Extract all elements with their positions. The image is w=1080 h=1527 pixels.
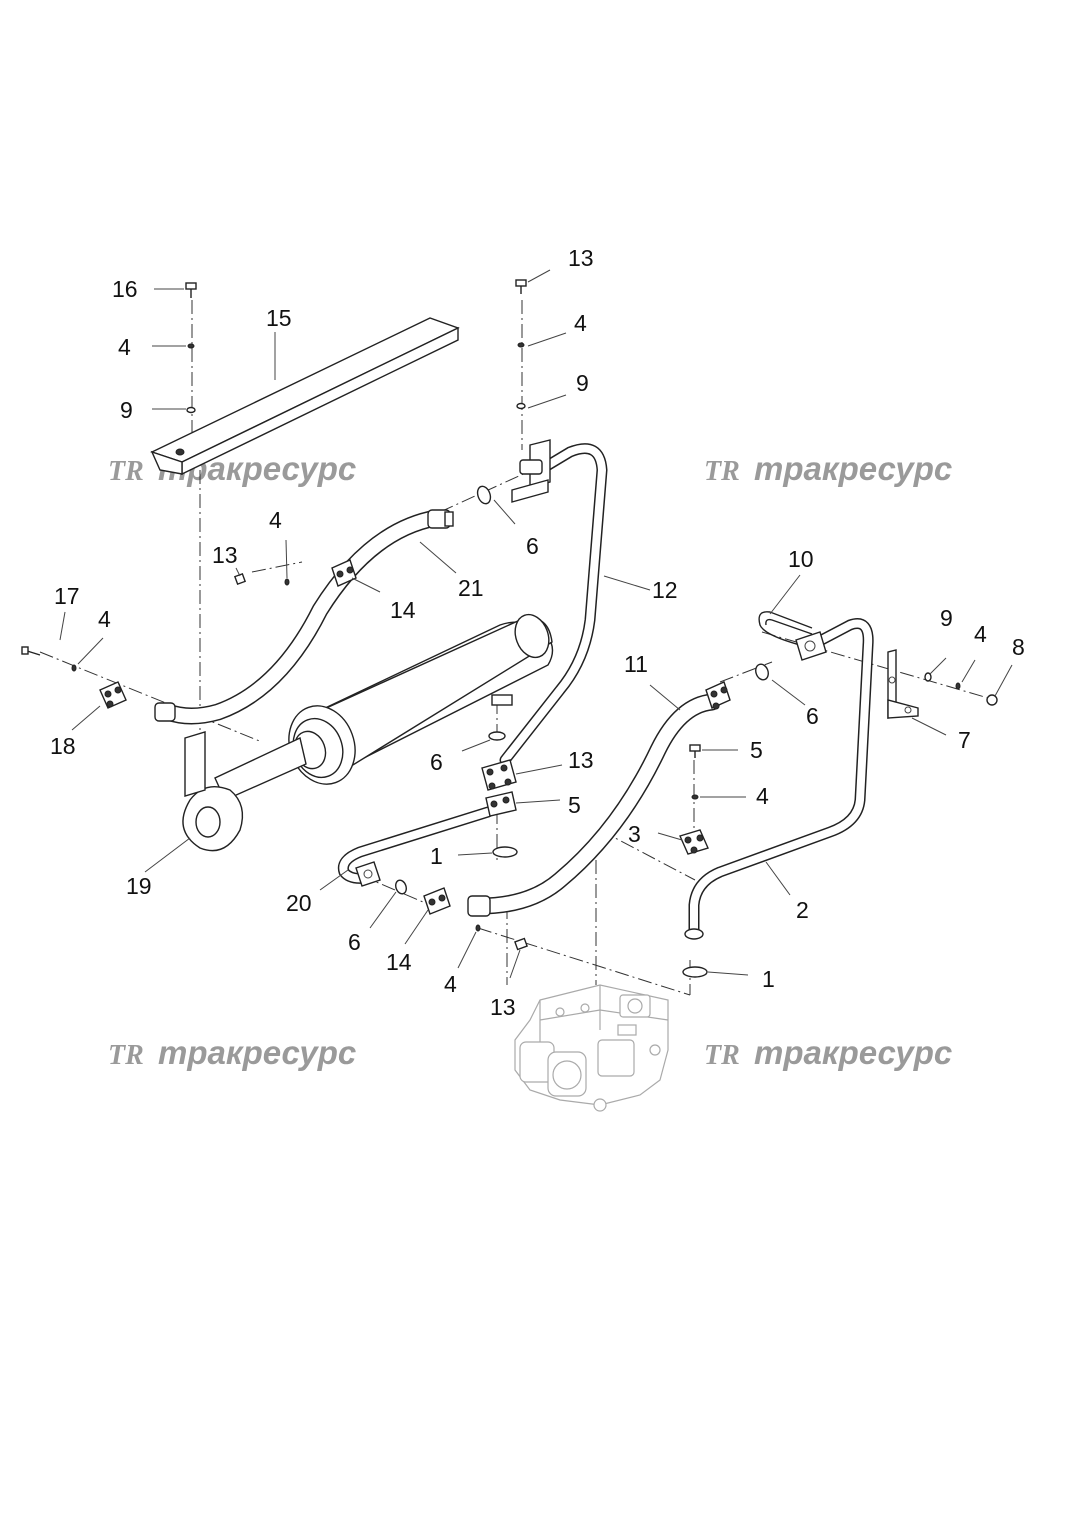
callout-17: 17 bbox=[54, 583, 80, 609]
watermark-top-left: TR тракресурс bbox=[108, 450, 356, 487]
callout-7: 7 bbox=[958, 727, 971, 753]
flange-clamp-11 bbox=[705, 681, 731, 710]
watermark-text: тракресурс bbox=[158, 1034, 356, 1071]
callout-5: 5 bbox=[750, 737, 763, 763]
callouts: 16 15 4 9 13 4 9 4 13 21 14 6 12 17 4 18… bbox=[50, 245, 1025, 1020]
control-valve-block bbox=[514, 984, 669, 1112]
watermark-text: тракресурс bbox=[754, 450, 952, 487]
callout-8: 8 bbox=[1012, 634, 1025, 660]
callout-13: 13 bbox=[568, 747, 594, 773]
callout-10: 10 bbox=[788, 546, 814, 572]
callout-5: 5 bbox=[568, 792, 581, 818]
pipe-2 bbox=[684, 618, 874, 940]
callout-12: 12 bbox=[652, 577, 678, 603]
callout-9: 9 bbox=[120, 397, 133, 423]
callout-13: 13 bbox=[212, 542, 238, 568]
callout-1: 1 bbox=[430, 843, 443, 869]
callout-4: 4 bbox=[974, 621, 987, 647]
callout-21: 21 bbox=[458, 575, 484, 601]
callout-19: 19 bbox=[126, 873, 152, 899]
callout-4: 4 bbox=[756, 783, 769, 809]
callout-16: 16 bbox=[112, 276, 138, 302]
callout-6: 6 bbox=[526, 533, 539, 559]
callout-9: 9 bbox=[576, 370, 589, 396]
hose-21 bbox=[154, 509, 454, 725]
callout-2: 2 bbox=[796, 897, 809, 923]
bracket-7 bbox=[887, 649, 919, 719]
callout-14: 14 bbox=[390, 597, 416, 623]
flange-clamp-14a bbox=[331, 559, 357, 587]
callout-11: 11 bbox=[624, 651, 648, 677]
flange-clamp-14b bbox=[423, 887, 451, 915]
callout-4: 4 bbox=[98, 606, 111, 632]
callout-1: 1 bbox=[762, 966, 775, 992]
hose-11 bbox=[467, 693, 721, 917]
callout-4: 4 bbox=[574, 310, 587, 336]
callout-15: 15 bbox=[266, 305, 292, 331]
callout-13: 13 bbox=[568, 245, 594, 271]
callout-4: 4 bbox=[444, 971, 457, 997]
assembly-lines bbox=[39, 300, 996, 996]
callout-6: 6 bbox=[806, 703, 819, 729]
callout-18: 18 bbox=[50, 733, 76, 759]
pipe-20 bbox=[337, 806, 494, 887]
callout-9: 9 bbox=[940, 605, 953, 631]
plate-15 bbox=[150, 317, 460, 476]
watermark-logo: TR bbox=[704, 456, 740, 487]
callout-3: 3 bbox=[628, 821, 641, 847]
watermark-logo: TR bbox=[108, 456, 144, 487]
pipe-12 bbox=[499, 443, 608, 766]
callout-6: 6 bbox=[348, 929, 361, 955]
callout-6: 6 bbox=[430, 749, 443, 775]
hardware bbox=[21, 279, 998, 978]
u-bolt-10 bbox=[758, 611, 827, 661]
flange-clamp-18 bbox=[99, 681, 127, 709]
callout-13: 13 bbox=[490, 994, 516, 1020]
bracket-5-upper bbox=[511, 439, 551, 503]
hydraulic-cylinder bbox=[182, 613, 554, 852]
flange-13-center bbox=[481, 759, 517, 791]
watermark-top-right: TR тракресурс bbox=[704, 450, 952, 487]
callout-4: 4 bbox=[118, 334, 131, 360]
callout-14: 14 bbox=[386, 949, 412, 975]
watermark-text: тракресурс bbox=[754, 1034, 952, 1071]
leader-lines bbox=[59, 269, 1013, 979]
watermark-logo: TR bbox=[704, 1040, 740, 1071]
watermark-bottom-right: TR тракресурс bbox=[704, 1034, 952, 1071]
watermark-bottom-left: TR тракресурс bbox=[108, 1034, 356, 1071]
flange-5-center bbox=[485, 791, 517, 817]
flange-clamp-3 bbox=[679, 829, 709, 855]
callout-20: 20 bbox=[286, 890, 312, 916]
watermark-logo: TR bbox=[108, 1040, 144, 1071]
callout-4: 4 bbox=[269, 507, 282, 533]
